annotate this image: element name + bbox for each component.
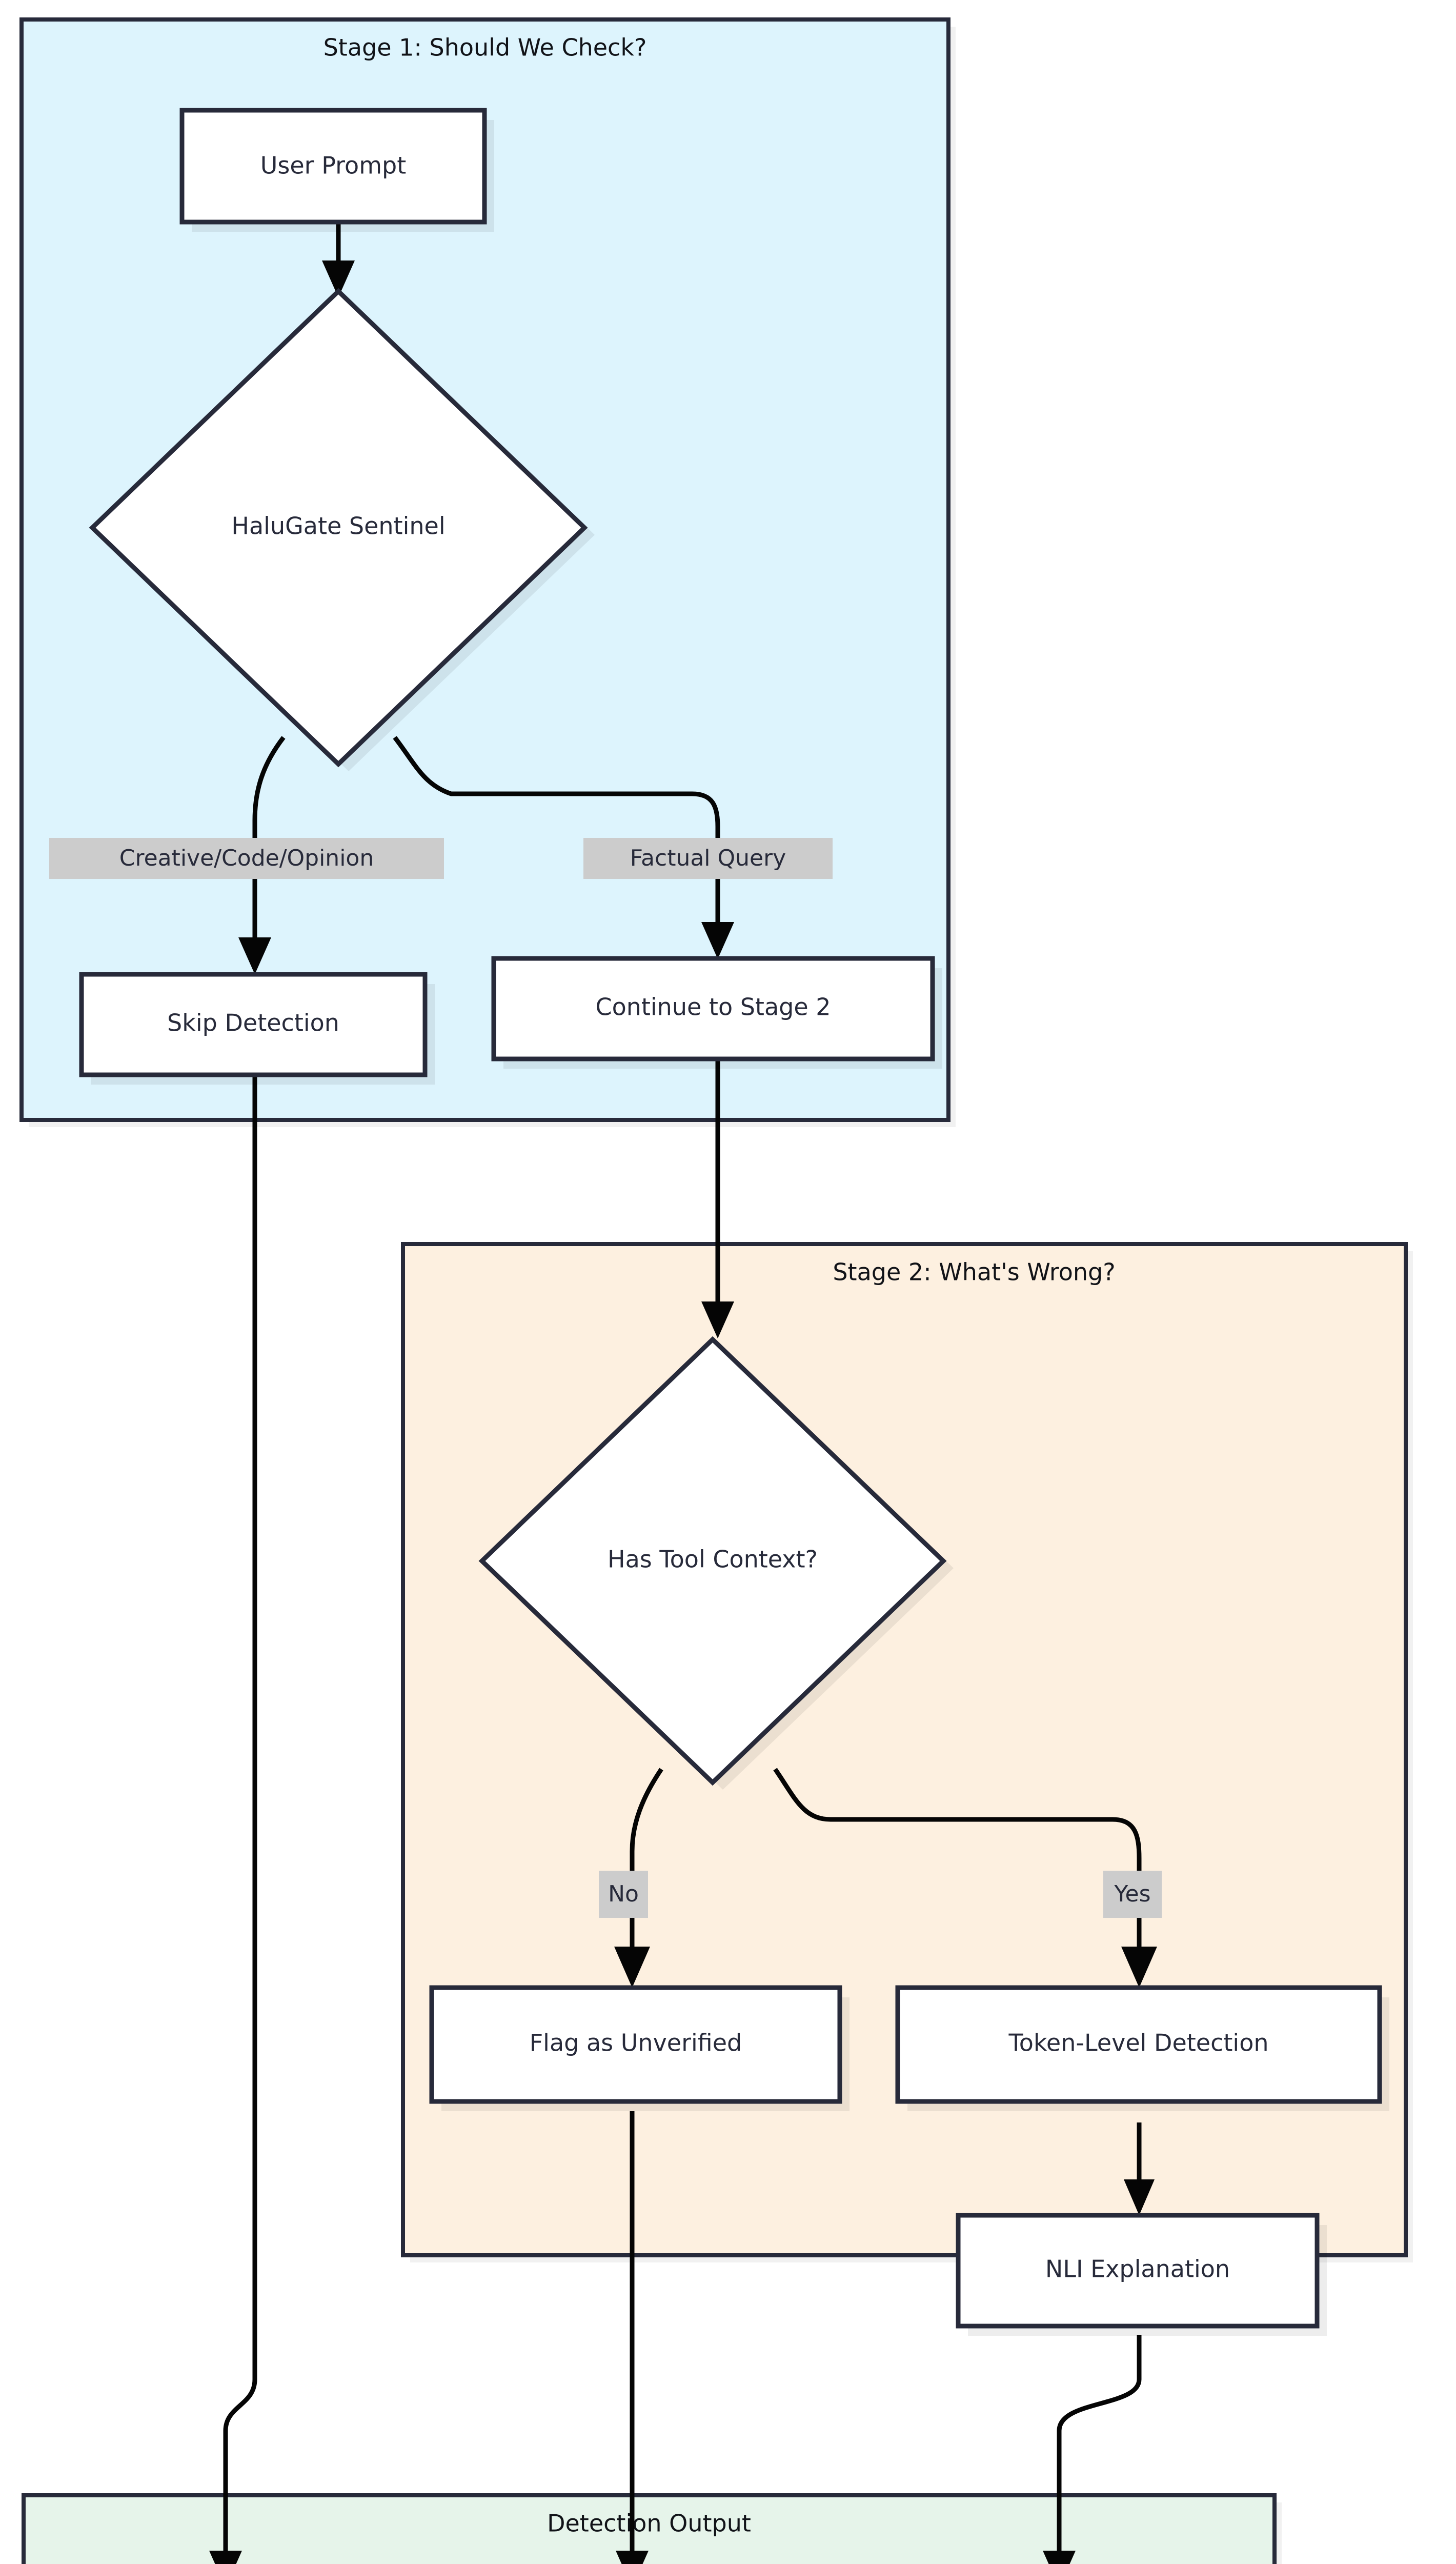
edge-label-text: Creative/Code/Opinion [119, 845, 374, 871]
cluster-stage1-title: Stage 1: Should We Check? [323, 34, 647, 62]
node-flag-as-unverified-label: Flag as Unverified [530, 2029, 742, 2057]
arrowhead [238, 937, 271, 974]
cluster-output-title: Detection Output [547, 2510, 751, 2537]
edge-label-text: Factual Query [630, 845, 786, 871]
arrowhead [616, 2551, 649, 2564]
edge-skip-detection-to-pass-through [209, 1075, 257, 2564]
node-token-level-detection[interactable]: Token-Level Detection [895, 1985, 1389, 2111]
edge-halugate-to-continue-stage2 [393, 736, 734, 959]
node-token-level-detection-label: Token-Level Detection [1008, 2029, 1269, 2057]
edge-label-yes: Yes [1103, 1871, 1162, 1918]
node-halugate-sentinel-poly[interactable] [89, 288, 588, 768]
edge-user-prompt-to-halugate-sentinel [322, 223, 355, 297]
node-continue-to-stage2[interactable]: Continue to Stage 2 [491, 956, 942, 1069]
node-has-tool-context-label: Has Tool Context? [608, 1546, 818, 1573]
edge-has-tool-context-to-flag-unverified [614, 1768, 663, 1988]
edge-label-bg [599, 1871, 648, 1918]
node-user-prompt-label: User Prompt [260, 152, 407, 179]
edge-nli-explanation-to-detailed-report [1043, 2335, 1142, 2564]
edge-label-factual-query: Factual Query [583, 838, 833, 879]
arrowhead [1124, 2179, 1155, 2215]
arrowhead [701, 1301, 734, 1338]
arrowhead [1121, 1947, 1157, 1988]
node-user-prompt-rect[interactable] [179, 108, 487, 225]
edge-continue-to-has-tool-context [701, 1059, 734, 1338]
node-nli-explanation-rect[interactable] [956, 2213, 1320, 2329]
node-halugate-sentinel[interactable]: HaluGate Sentinel [89, 288, 595, 771]
edge-label-bg [1103, 1871, 1162, 1918]
node-skip-detection[interactable]: Skip Detection [79, 972, 435, 1085]
node-flag-as-unverified[interactable]: Flag as Unverified [429, 1985, 850, 2111]
arrowhead [614, 1947, 650, 1988]
node-has-tool-context-poly[interactable] [478, 1336, 947, 1786]
cluster-stage2-title: Stage 2: What's Wrong? [833, 1258, 1115, 1286]
edge-label-text: No [608, 1881, 639, 1907]
edge-halugate-to-skip-detection [238, 736, 286, 974]
node-nli-explanation-label: NLI Explanation [1045, 2255, 1230, 2283]
edge-label-no: No [599, 1871, 648, 1918]
node-user-prompt[interactable]: User Prompt [179, 108, 494, 232]
edge-label-text: Yes [1114, 1881, 1150, 1907]
edge-label-bg [583, 838, 833, 879]
edge-label-bg [49, 838, 444, 879]
node-continue-to-stage2-label: Continue to Stage 2 [595, 993, 831, 1021]
edge-token-level-to-nli-explanation [1124, 2122, 1155, 2215]
node-token-level-detection-rect[interactable] [895, 1985, 1382, 2104]
node-continue-to-stage2-rect[interactable] [491, 956, 935, 1061]
arrowhead [701, 922, 734, 959]
node-flag-as-unverified-rect[interactable] [429, 1985, 842, 2104]
node-skip-detection-rect[interactable] [79, 972, 428, 1077]
node-has-tool-context[interactable]: Has Tool Context? [478, 1336, 954, 1790]
arrowhead [322, 261, 355, 297]
edge-flag-unverified-to-warning-header [616, 2111, 649, 2564]
node-nli-explanation[interactable]: NLI Explanation [956, 2213, 1327, 2336]
arrowhead [209, 2551, 242, 2564]
edge-has-tool-context-to-token-level [773, 1768, 1157, 1988]
node-halugate-sentinel-label: HaluGate Sentinel [231, 512, 445, 540]
node-skip-detection-label: Skip Detection [167, 1009, 339, 1037]
edge-label-creative-code-opinion: Creative/Code/Opinion [49, 838, 444, 879]
arrowhead [1043, 2551, 1076, 2564]
